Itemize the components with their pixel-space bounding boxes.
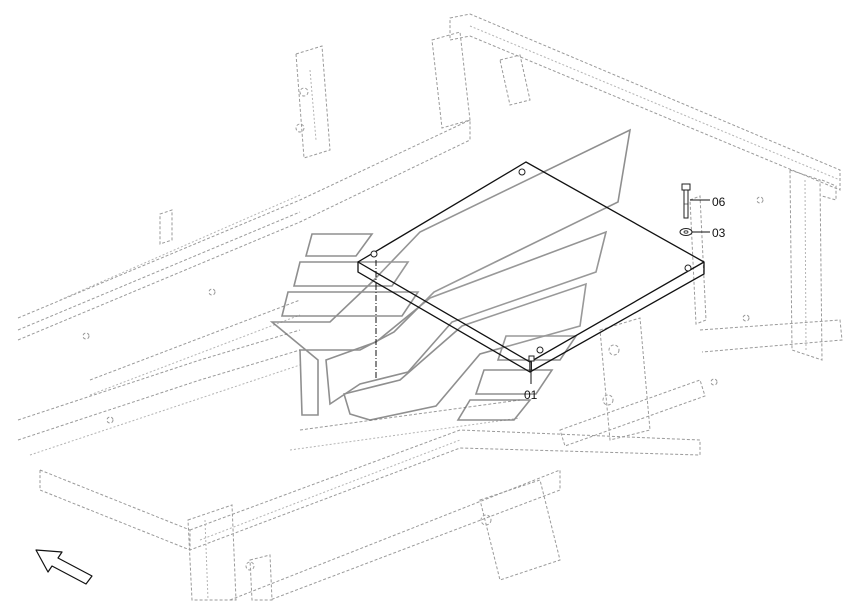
cover-plate — [357, 161, 705, 378]
callout-03: 03 — [712, 226, 726, 240]
mounting-hole — [518, 168, 526, 176]
mounting-hole — [684, 264, 692, 272]
mounting-hole — [536, 346, 544, 354]
callout-06: 06 — [712, 195, 726, 209]
fastener-01 — [528, 355, 535, 384]
callout-01: 01 — [524, 388, 538, 402]
bolt-part — [681, 183, 710, 219]
chassis-frame — [17, 13, 843, 601]
direction-arrow-icon — [35, 549, 93, 585]
washer-part — [679, 228, 710, 236]
mounting-hole — [370, 250, 378, 258]
brand-watermark-logo — [269, 128, 632, 421]
